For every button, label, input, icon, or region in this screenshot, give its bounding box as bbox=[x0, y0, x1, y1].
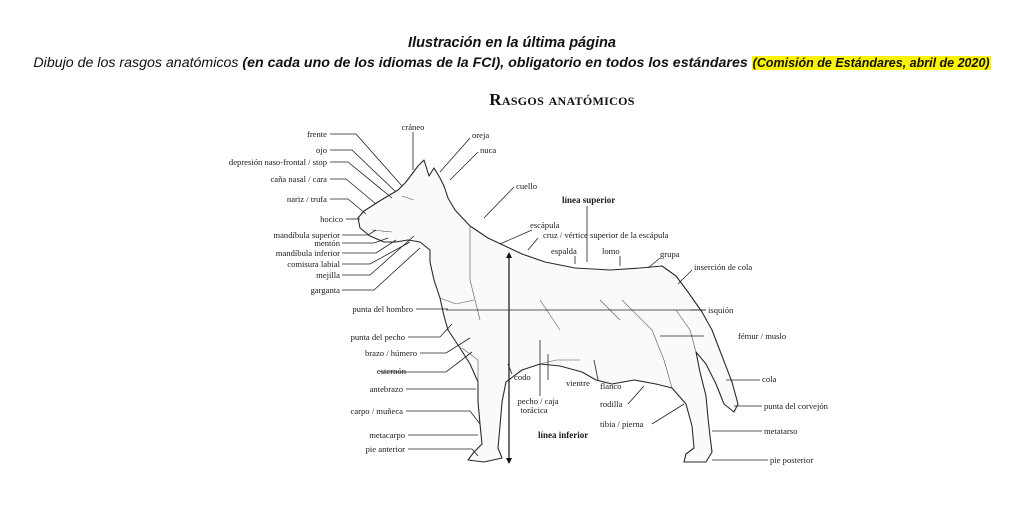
label-punta-hombro: punta del hombro bbox=[352, 304, 413, 314]
label-punta-corvejon: punta del corvejón bbox=[764, 401, 829, 411]
label-punta-pecho: punta del pecho bbox=[351, 332, 405, 342]
label-lomo: lomo bbox=[602, 246, 620, 256]
label-cuello: cuello bbox=[516, 181, 537, 191]
label-brazo: brazo / húmero bbox=[365, 348, 417, 358]
label-codo: codo bbox=[514, 372, 531, 382]
label-espalda: espalda bbox=[551, 246, 577, 256]
label-menton: mentón bbox=[314, 238, 340, 248]
dog-illustration bbox=[358, 160, 738, 462]
label-nuca: nuca bbox=[480, 145, 496, 155]
label-esternon: esternón bbox=[377, 366, 407, 376]
label-frente: frente bbox=[307, 129, 327, 139]
label-cola: cola bbox=[762, 374, 776, 384]
label-garganta: garganta bbox=[311, 285, 341, 295]
label-hocico: hocico bbox=[320, 214, 343, 224]
label-carpo: carpo / muñeca bbox=[351, 406, 404, 416]
label-linea-inferior: línea inferior bbox=[538, 430, 588, 440]
label-grupa: grupa bbox=[660, 249, 680, 259]
label-tibia: tibia / pierna bbox=[600, 419, 644, 429]
label-metacarpo: metacarpo bbox=[369, 430, 405, 440]
label-escapula: escápula bbox=[530, 220, 560, 230]
label-flanco: flanco bbox=[600, 381, 621, 391]
label-oreja: oreja bbox=[472, 130, 489, 140]
label-vientre: vientre bbox=[566, 378, 590, 388]
label-antebrazo: antebrazo bbox=[370, 384, 403, 394]
label-nariz: nariz / trufa bbox=[287, 194, 327, 204]
label-ojo: ojo bbox=[316, 145, 327, 155]
label-craneo: cráneo bbox=[402, 122, 425, 132]
label-comisura: comisura labial bbox=[287, 259, 340, 269]
label-mandibula-inferior: mandíbula inferior bbox=[276, 248, 340, 258]
label-toracica: torácica bbox=[520, 405, 547, 415]
label-stop: depresión naso-frontal / stop bbox=[229, 157, 327, 167]
label-isquion: isquión bbox=[708, 305, 734, 315]
label-cana-nasal: caña nasal / cara bbox=[270, 174, 327, 184]
label-femur: fémur / muslo bbox=[738, 331, 786, 341]
label-pie-anterior: pie anterior bbox=[366, 444, 406, 454]
label-rodilla: rodilla bbox=[600, 399, 623, 409]
label-pie-posterior: pie posterior bbox=[770, 455, 813, 465]
label-insercion-cola: inserción de cola bbox=[694, 262, 752, 272]
label-linea-superior: línea superior bbox=[562, 195, 615, 205]
label-cruz: cruz / vértice superior de la escápula bbox=[543, 230, 669, 240]
label-metatarso: metatarso bbox=[764, 426, 797, 436]
label-mejilla: mejilla bbox=[316, 270, 340, 280]
